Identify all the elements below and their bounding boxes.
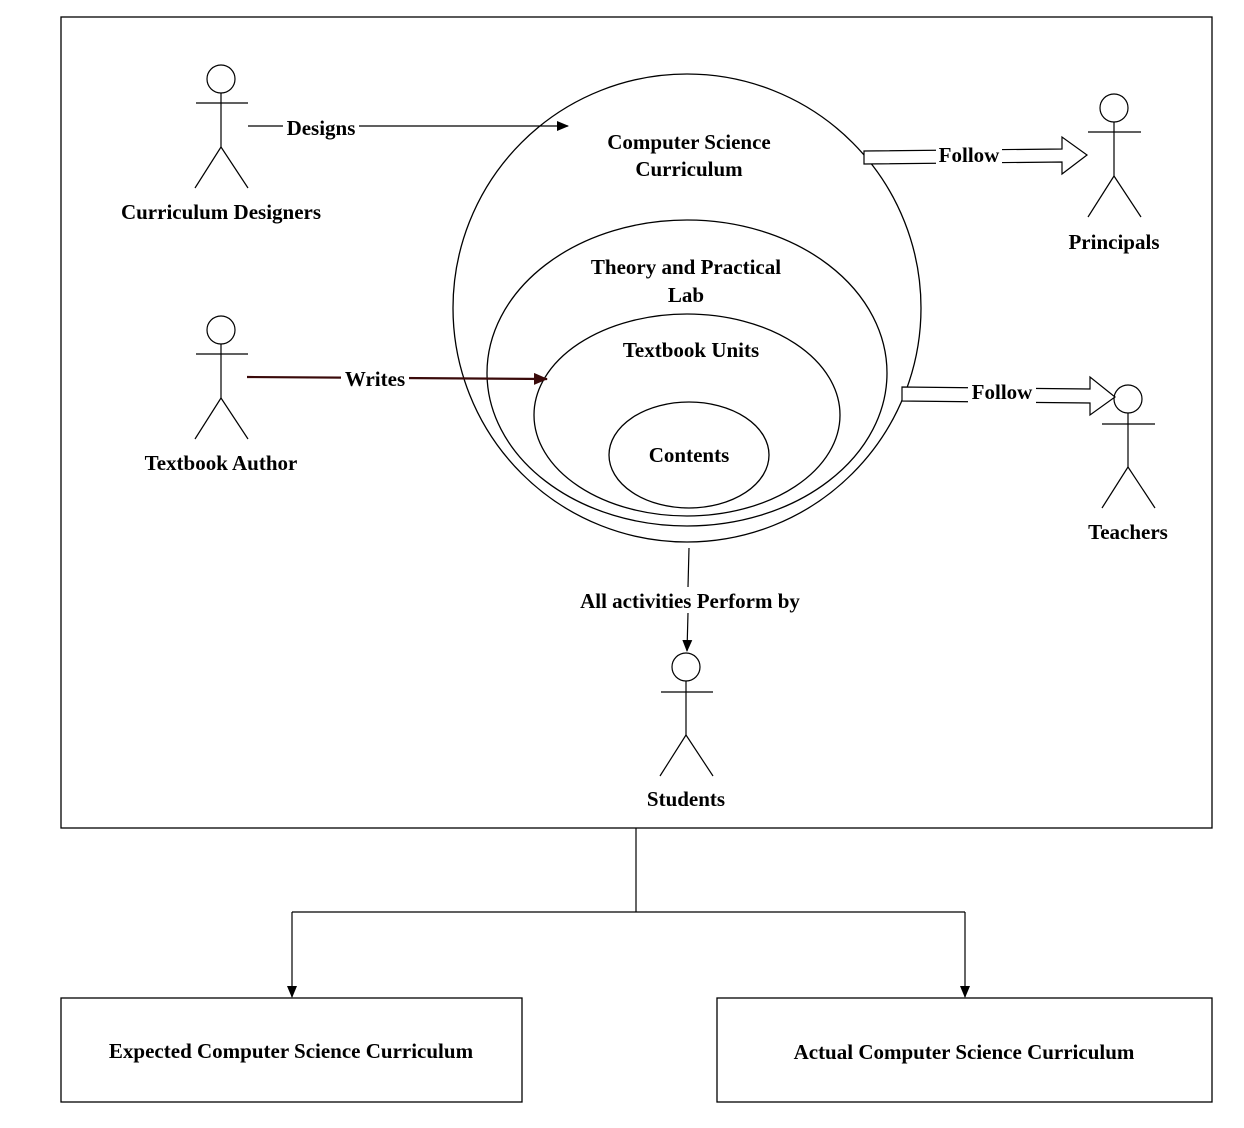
- circle-theory-practical-lab: [486, 219, 888, 527]
- follow-principals-label: Follow: [939, 143, 1000, 167]
- actor-label-teachers: Teachers: [1088, 520, 1168, 544]
- circle-label-cs-line2: Curriculum: [635, 157, 743, 181]
- writes-label: Writes: [345, 367, 405, 391]
- performed-by-arrow: [682, 612, 693, 652]
- actual-curriculum-box: [716, 997, 1213, 1103]
- actor-curriculum-designers: [194, 64, 249, 189]
- designs-label-bg: [283, 114, 359, 138]
- writes-label-bg: [341, 366, 409, 390]
- actor-label-principals: Principals: [1068, 230, 1159, 254]
- follow-principals-label-bg: [936, 143, 1002, 167]
- circle-computer-science-curriculum: [452, 73, 922, 543]
- actor-students: [659, 652, 714, 777]
- actor-textbook-author: [194, 315, 249, 440]
- designs-label: Designs: [287, 116, 356, 140]
- actual-curriculum-label: Actual Computer Science Curriculum: [794, 1040, 1135, 1064]
- actor-label-curriculum-designers: Curriculum Designers: [121, 200, 321, 224]
- follow-teachers-label: Follow: [972, 380, 1033, 404]
- circle-label-theory-line2: Lab: [668, 283, 704, 307]
- performed-by-label: All activities Perform by: [580, 589, 800, 613]
- circle-label-contents: Contents: [649, 443, 730, 467]
- actor-teachers: [1101, 384, 1156, 509]
- circle-label-textbook-units: Textbook Units: [623, 338, 759, 362]
- actor-label-textbook-author: Textbook Author: [145, 451, 298, 475]
- expected-curriculum-box: [60, 997, 523, 1103]
- performed-by-line-top: [687, 547, 690, 588]
- actor-label-students: Students: [647, 787, 725, 811]
- expected-curriculum-label: Expected Computer Science Curriculum: [109, 1039, 474, 1063]
- circle-contents: [608, 401, 770, 509]
- actor-principals: [1087, 93, 1142, 218]
- circle-textbook-units: [533, 313, 841, 517]
- follow-teachers-label-bg: [968, 380, 1036, 404]
- circle-label-cs-line1: Computer Science: [607, 130, 771, 154]
- circle-label-theory-line1: Theory and Practical: [591, 255, 781, 279]
